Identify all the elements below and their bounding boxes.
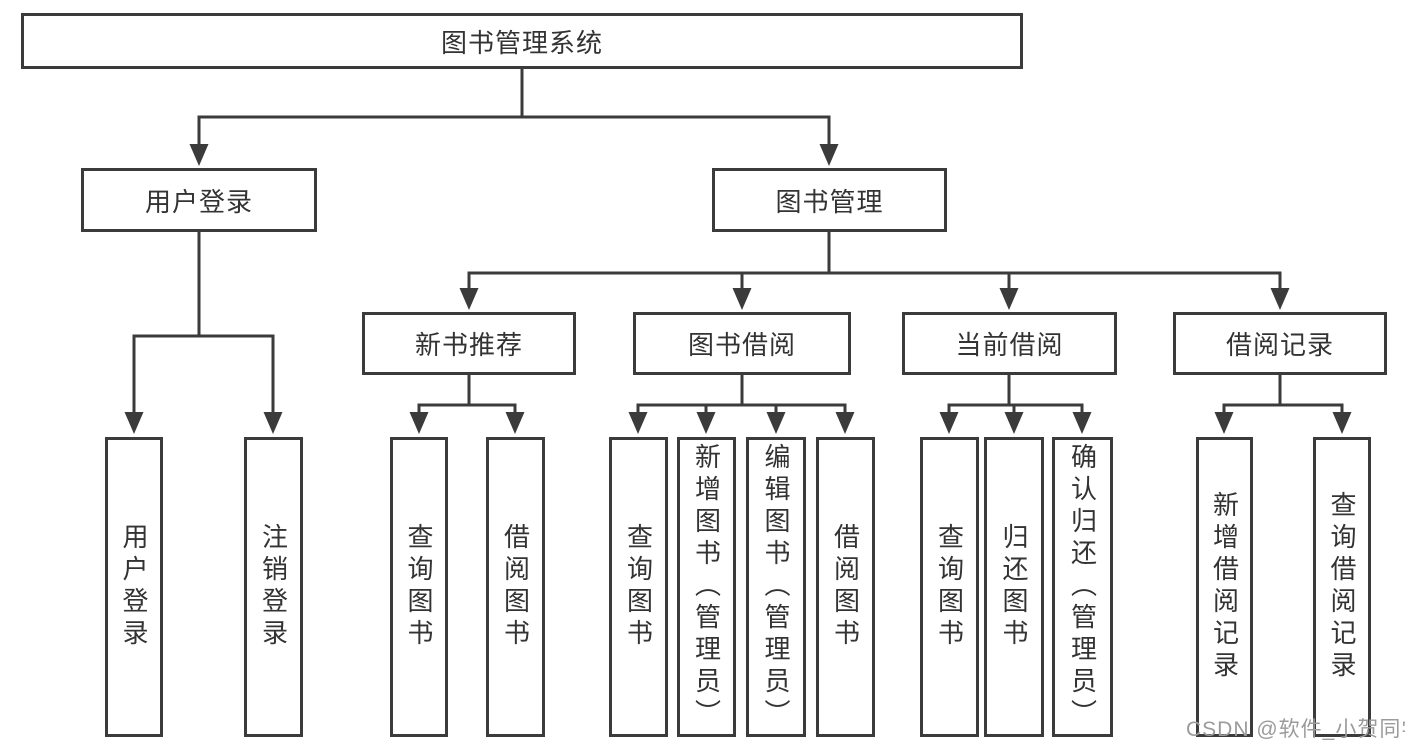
arrowhead-icon	[819, 144, 839, 166]
arrowhead-icon	[1072, 412, 1092, 434]
arrowhead-icon	[505, 412, 525, 434]
arrowhead-icon	[835, 412, 855, 434]
arrowhead-icon	[628, 412, 648, 434]
node-label: 编辑图书（管理员）	[761, 443, 791, 731]
connector-group-0	[189, 69, 839, 166]
connector-group-2	[459, 232, 1290, 310]
node-label: 借阅图书	[500, 523, 531, 651]
connector-group-5	[939, 375, 1092, 434]
node-borrowing-records: 借阅记录	[1173, 312, 1387, 375]
node-label: 当前借阅	[955, 330, 1064, 360]
node-label: 新书推荐	[414, 330, 523, 360]
node-leaf-query-borrow-record: 查询借阅记录	[1313, 437, 1371, 737]
watermark: CSDN @软件_小贺同学	[1186, 718, 1405, 741]
arrowhead-icon	[1214, 412, 1234, 434]
arrowhead-icon	[939, 412, 959, 434]
node-leaf-borrow-book-bor: 借阅图书	[816, 437, 875, 737]
arrowhead-icon	[999, 288, 1019, 310]
connector-group-4	[628, 375, 855, 434]
node-label: 用户登录	[144, 186, 253, 217]
arrowhead-icon	[732, 288, 752, 310]
node-leaf-return-book: 归还图书	[984, 437, 1044, 737]
connector-group-6	[1214, 375, 1352, 434]
node-leaf-user-login: 用户登录	[105, 437, 163, 737]
node-root: 图书管理系统	[21, 13, 1023, 69]
arrowhead-icon	[696, 412, 716, 434]
node-leaf-add-borrow-record: 新增借阅记录	[1196, 437, 1253, 737]
node-leaf-query-book-rec: 查询图书	[390, 437, 448, 737]
node-label: 查询图书	[623, 523, 654, 651]
node-label: 确认归还（管理员）	[1067, 443, 1098, 731]
node-label: 查询图书	[934, 523, 965, 651]
node-user-login: 用户登录	[81, 168, 317, 232]
node-leaf-edit-book: 编辑图书（管理员）	[746, 437, 806, 737]
connector-group-3	[409, 375, 525, 434]
node-label: 借阅图书	[830, 523, 861, 651]
node-label: 借阅记录	[1225, 330, 1334, 360]
node-leaf-borrow-book-rec: 借阅图书	[486, 437, 545, 737]
node-label: 归还图书	[999, 523, 1029, 651]
node-leaf-add-book: 新增图书（管理员）	[677, 437, 736, 737]
node-book-management: 图书管理	[712, 168, 947, 232]
node-label: 用户登录	[119, 523, 149, 651]
node-label: 图书管理系统	[440, 27, 603, 58]
arrowhead-icon	[766, 412, 786, 434]
node-label: 注销登录	[258, 523, 289, 651]
arrowhead-icon	[1332, 412, 1352, 434]
node-label: 新增图书（管理员）	[691, 443, 722, 731]
arrowhead-icon	[263, 412, 283, 434]
arrowhead-icon	[124, 412, 144, 434]
node-leaf-confirm-return: 确认归还（管理员）	[1052, 437, 1113, 737]
node-label: 新增借阅记录	[1209, 491, 1240, 683]
arrowhead-icon	[189, 144, 209, 166]
arrowhead-icon	[1270, 288, 1290, 310]
arrowhead-icon	[1004, 412, 1024, 434]
node-label: 图书管理	[775, 186, 884, 217]
node-leaf-logout: 注销登录	[244, 437, 303, 737]
node-book-borrowing: 图书借阅	[633, 312, 851, 375]
node-label: 图书借阅	[687, 330, 796, 360]
node-leaf-query-book-cur: 查询图书	[920, 437, 979, 737]
arrowhead-icon	[459, 288, 479, 310]
arrowhead-icon	[409, 412, 429, 434]
connector-group-1	[124, 232, 283, 434]
node-label: 查询借阅记录	[1327, 491, 1357, 683]
node-new-book-recommend: 新书推荐	[362, 312, 576, 375]
node-label: 查询图书	[404, 523, 434, 651]
node-leaf-query-book-bor: 查询图书	[609, 437, 668, 737]
node-current-borrowing: 当前借阅	[902, 312, 1117, 375]
